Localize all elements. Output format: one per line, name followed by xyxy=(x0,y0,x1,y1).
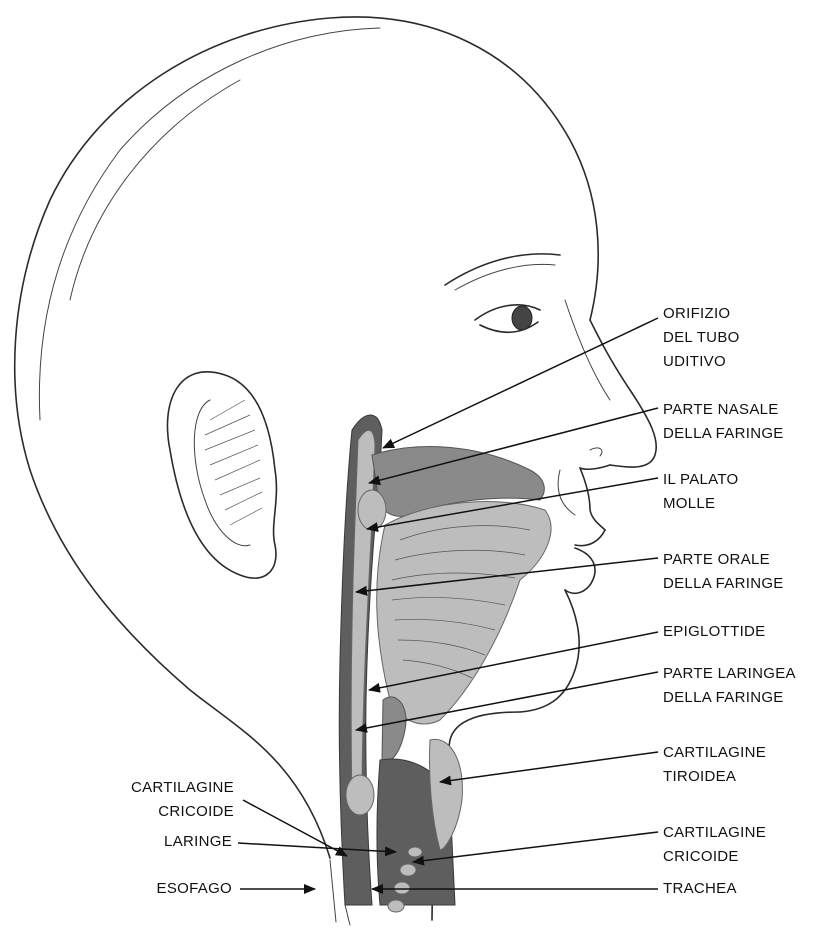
label-cartilagine-cricoide-left: CARTILAGINE CRICOIDE xyxy=(112,776,234,824)
label-trachea: TRACHEA xyxy=(663,877,737,901)
leader-orifizio xyxy=(383,318,658,448)
label-parte-orale-faringe: PARTE ORALE DELLA FARINGE xyxy=(663,548,784,596)
label-orifizio-tubo-uditivo: ORIFIZIO DEL TUBO UDITIVO xyxy=(663,302,740,374)
label-cartilagine-tiroidea: CARTILAGINE TIROIDEA xyxy=(663,741,766,789)
label-cartilagine-cricoide-right: CARTILAGINE CRICOIDE xyxy=(663,821,766,869)
label-epiglottide: EPIGLOTTIDE xyxy=(663,620,766,644)
label-laringe: LARINGE xyxy=(132,830,232,854)
label-palato-molle: IL PALATO MOLLE xyxy=(663,468,739,516)
label-parte-nasale-faringe: PARTE NASALE DELLA FARINGE xyxy=(663,398,784,446)
leader-cartilagine-tiroidea xyxy=(440,752,658,782)
label-parte-laringea-faringe: PARTE LARINGEA DELLA FARINGE xyxy=(663,662,796,710)
label-esofago: ESOFAGO xyxy=(132,877,232,901)
ear xyxy=(167,372,276,578)
head-outline xyxy=(15,17,657,920)
leader-laringe xyxy=(238,843,396,852)
